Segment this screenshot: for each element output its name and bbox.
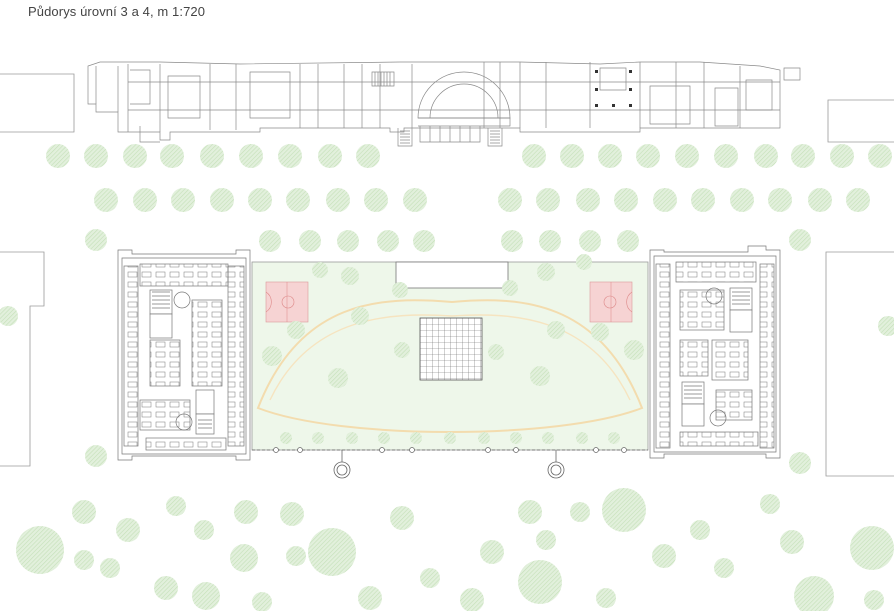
- plan-caption: Půdorys úrovní 3 a 4, m 1:720: [28, 4, 206, 19]
- stair-icon: [152, 291, 212, 429]
- historic-building-plan: [87, 61, 801, 147]
- basketball-court-icon: [265, 281, 309, 323]
- neighbor-buildings: [0, 73, 894, 477]
- trees: [0, 144, 894, 611]
- stair-icon: [684, 291, 750, 399]
- columns: [595, 70, 632, 107]
- basketball-court-icon: [589, 281, 633, 323]
- left-wing-plan: [117, 249, 251, 461]
- schoolyard: [251, 254, 649, 479]
- tree-icon: [46, 144, 70, 168]
- right-wing-plan: [649, 245, 781, 459]
